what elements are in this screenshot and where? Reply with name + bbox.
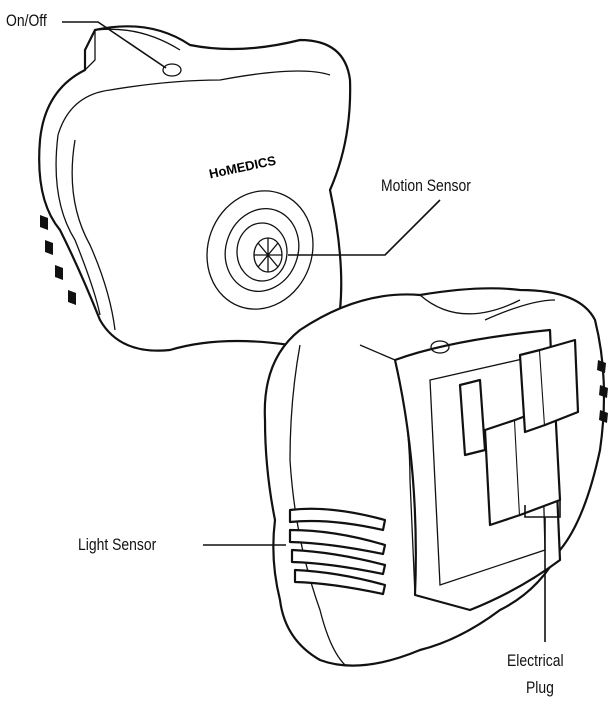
plug-prongs: [458, 338, 580, 527]
on-off-button-back: [430, 340, 450, 354]
back-view-device: [263, 287, 608, 667]
vent-slots-side: [597, 360, 608, 423]
motion-sensor-leader-line: [288, 199, 441, 256]
label-electrical-plug-line1: Electrical: [507, 651, 564, 670]
on-off-button-front: [162, 63, 182, 77]
label-light-sensor: Light Sensor: [78, 535, 157, 554]
front-view-device: HoMEDICS: [38, 25, 352, 352]
light-sensor-slots-back: [288, 507, 387, 596]
on-off-leader-line: [62, 21, 167, 69]
motion-sensor-lens: [206, 190, 314, 310]
electrical-plug-leader-line: [524, 500, 561, 642]
label-motion-sensor: Motion Sensor: [381, 176, 471, 195]
light-sensor-slots-front: [40, 215, 76, 305]
label-electrical-plug-line2: Plug: [526, 678, 554, 697]
label-on-off: On/Off: [6, 11, 47, 30]
